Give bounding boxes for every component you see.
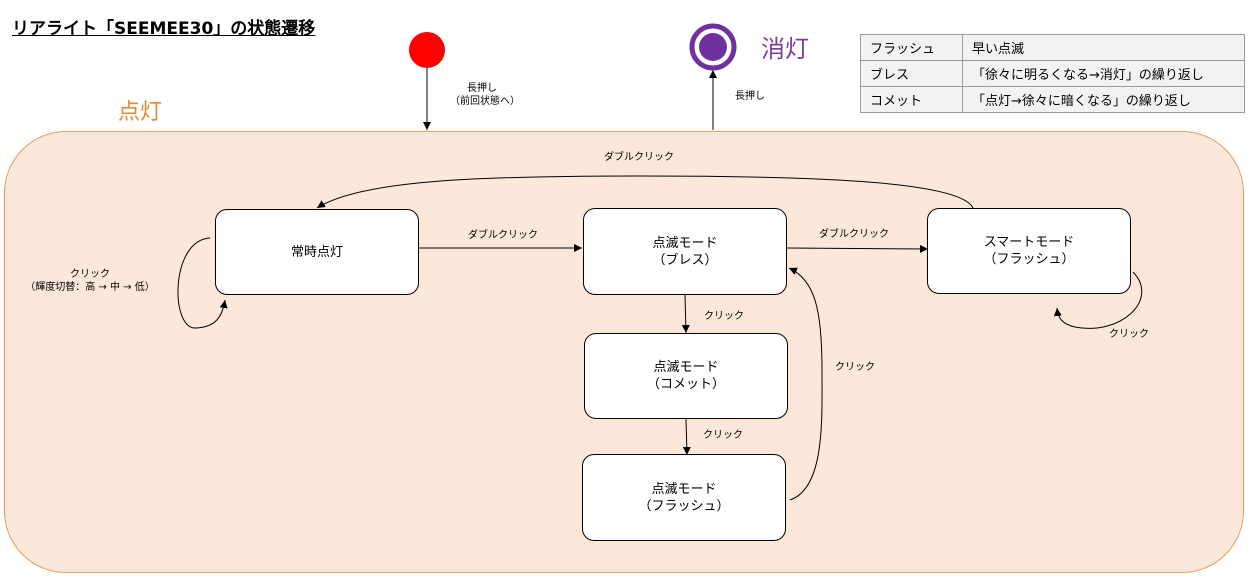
edge-label-constant-self-line1: クリック <box>70 269 110 280</box>
lit-region-label: 点灯 <box>118 100 163 125</box>
edge-label-start-line2: （前回状態へ） <box>450 96 520 107</box>
pulse-to-smart-arrow <box>786 244 929 253</box>
initial-state-node <box>409 32 445 68</box>
state-smart-sublabel: （フラッシュ） <box>983 252 1075 267</box>
state-smart-label: スマートモード <box>983 235 1075 250</box>
edge-label-constant-to-pulse: ダブルクリック <box>468 230 538 241</box>
state-constant: 常時点灯 <box>215 209 419 295</box>
state-smart: スマートモード （フラッシュ） <box>927 208 1131 294</box>
state-blink-comet: 点滅モード （コメット） <box>584 333 788 419</box>
state-blink-comet-label: 点滅モード <box>653 360 719 375</box>
diagram-title: リアライト「SEEMEE30」の状態遷移 <box>12 19 316 39</box>
state-blink-flash: 点滅モード （フラッシュ） <box>582 454 786 541</box>
legend-row: ブレス 「徐々に明るくなる→消灯」の繰り返し <box>860 60 1245 87</box>
legend-term: フラッシュ <box>860 34 963 61</box>
edge-label-constant-self: クリック （輝度切替：高 → 中 → 低） <box>20 268 160 294</box>
off-state-label: 消灯 <box>761 35 809 63</box>
smart-to-constant-arrow <box>316 175 974 209</box>
constant-self-loop-arrow <box>177 237 228 329</box>
edge-label-constant-self-line2: （輝度切替：高 → 中 → 低） <box>25 282 155 293</box>
state-blink-pulse-sublabel: （ブレス） <box>652 252 718 268</box>
edge-label-smart-self: クリック <box>1109 329 1149 340</box>
edge-label-smart-to-constant: ダブルクリック <box>604 152 674 163</box>
smart-self-loop-arrow <box>1053 271 1143 329</box>
edge-label-start: 長押し （前回状態へ） <box>450 82 520 108</box>
legend-description: 「徐々に明るくなる→消灯」の繰り返し <box>962 60 1245 87</box>
legend-table: フラッシュ 早い点滅 ブレス 「徐々に明るくなる→消灯」の繰り返し コメット 「… <box>860 34 1245 113</box>
pulse-to-comet-arrow <box>681 294 690 334</box>
state-blink-flash-sublabel: （フラッシュ） <box>638 498 730 514</box>
legend-row: コメット 「点灯→徐々に暗くなる」の繰り返し <box>860 86 1245 113</box>
legend-term: ブレス <box>860 60 963 87</box>
edge-label-flash-to-pulse: クリック <box>835 362 875 373</box>
edge-label-to-off: 長押し <box>735 91 765 102</box>
legend-row: フラッシュ 早い点滅 <box>860 34 1245 61</box>
final-state-inner <box>699 33 727 61</box>
flash-to-pulse-arrow <box>788 267 823 501</box>
legend-description: 早い点滅 <box>962 34 1245 61</box>
edge-label-pulse-to-smart: ダブルクリック <box>819 229 889 240</box>
state-blink-flash-label: 点滅モード <box>651 481 717 497</box>
edge-label-pulse-to-comet: クリック <box>704 311 744 322</box>
state-blink-comet-sublabel: （コメット） <box>646 377 725 392</box>
comet-to-flash-arrow <box>682 418 691 456</box>
edge-label-comet-to-flash: クリック <box>703 430 743 441</box>
state-blink-pulse-label: 点滅モード <box>652 235 718 251</box>
edge-label-start-line1: 長押し <box>467 83 497 94</box>
state-constant-label: 常時点灯 <box>290 244 343 260</box>
state-blink-pulse: 点滅モード （ブレス） <box>583 208 787 295</box>
legend-description: 「点灯→徐々に暗くなる」の繰り返し <box>962 86 1245 113</box>
legend-term: コメット <box>860 86 963 113</box>
